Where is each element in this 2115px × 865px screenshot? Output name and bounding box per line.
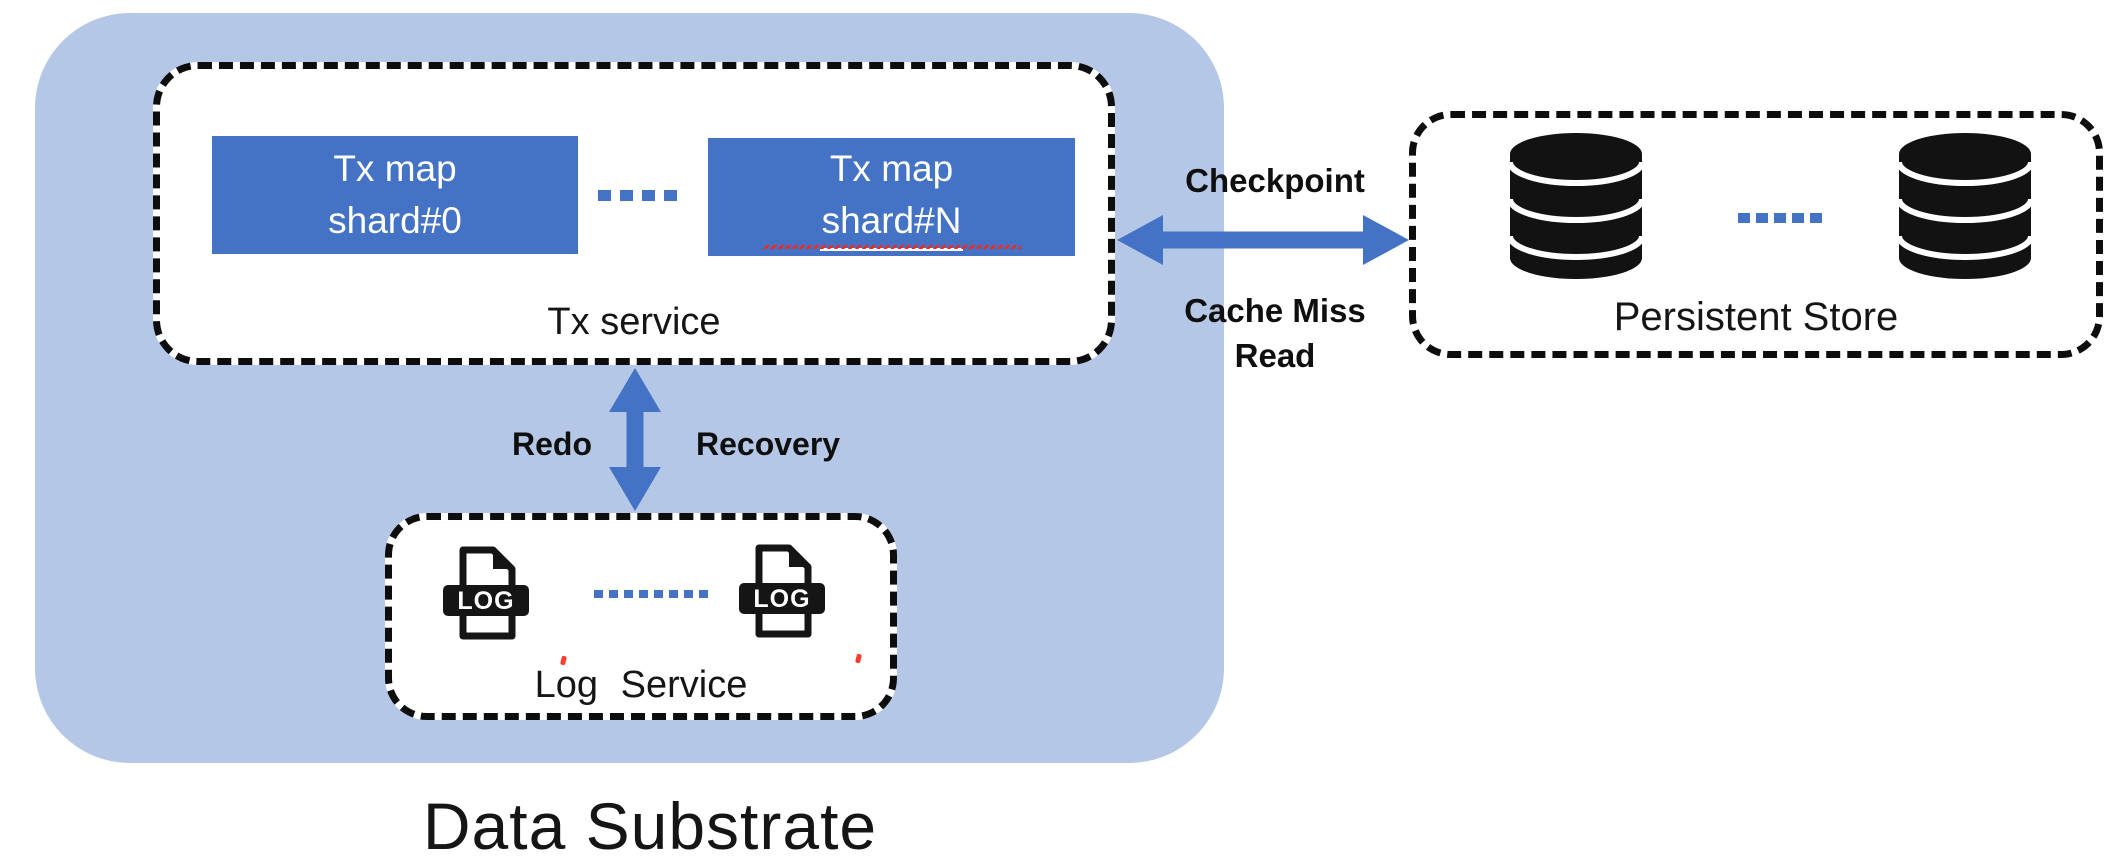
ellipsis-dash <box>1810 213 1822 223</box>
ellipsis-dash <box>1738 213 1750 223</box>
redo-label: Redo <box>512 426 592 462</box>
log-icon-text: LOG <box>753 585 810 613</box>
ellipsis-dash <box>669 590 678 598</box>
database-cylinder-icon <box>1898 133 2032 279</box>
ellipsis-dash <box>1774 213 1786 223</box>
recovery-label: Recovery <box>696 426 841 462</box>
database-cylinder-icon <box>1509 133 1643 279</box>
redo-recovery-arrow-icon <box>609 368 661 511</box>
cache-miss-read-label: Cache Miss Read <box>1130 288 1420 378</box>
ellipsis-dash <box>654 590 663 598</box>
diagram-title: Data Substrate <box>422 789 878 863</box>
spellcheck-squiggle <box>762 245 1021 249</box>
ellipsis-dash <box>620 190 633 201</box>
ellipsis-dash <box>639 590 648 598</box>
ellipsis-dash <box>609 590 618 598</box>
shard0-line1: Tx map <box>333 148 457 189</box>
ellipsis-dash <box>1792 213 1804 223</box>
shardN-line1: Tx map <box>829 148 954 189</box>
ellipsis-dash <box>1756 213 1768 223</box>
cache-miss-line: Cache Miss <box>1184 292 1366 329</box>
log-icon-text: LOG <box>457 587 514 615</box>
persistent-store-label: Persistent Store <box>1613 295 1899 339</box>
log-file-icon: LOG <box>443 546 529 640</box>
ellipsis-dash <box>664 190 677 201</box>
persistent-ellipsis-dots <box>1738 213 1822 223</box>
ellipsis-dash <box>699 590 708 598</box>
checkpoint-label: Checkpoint <box>1185 162 1365 199</box>
shardN-line2: shard#N <box>819 195 964 251</box>
tx-map-shardN-box: Tx map shard#N <box>708 138 1075 256</box>
read-line: Read <box>1234 337 1316 374</box>
log-file-icon: LOG <box>739 544 825 638</box>
tx-map-shard0-box: Tx map shard#0 <box>212 136 578 254</box>
shard0-line2: shard#0 <box>328 200 462 241</box>
ellipsis-dash <box>642 190 655 201</box>
log-service-label: Log Service <box>534 664 748 706</box>
tx-service-label: Tx service <box>547 301 721 343</box>
ellipsis-dash <box>624 590 633 598</box>
shard-ellipsis-dots <box>598 190 677 201</box>
log-ellipsis-dots <box>594 590 708 598</box>
ellipsis-dash <box>684 590 693 598</box>
ellipsis-dash <box>598 190 611 201</box>
checkpoint-cachemiss-arrow-icon <box>1117 215 1409 265</box>
ellipsis-dash <box>594 590 603 598</box>
